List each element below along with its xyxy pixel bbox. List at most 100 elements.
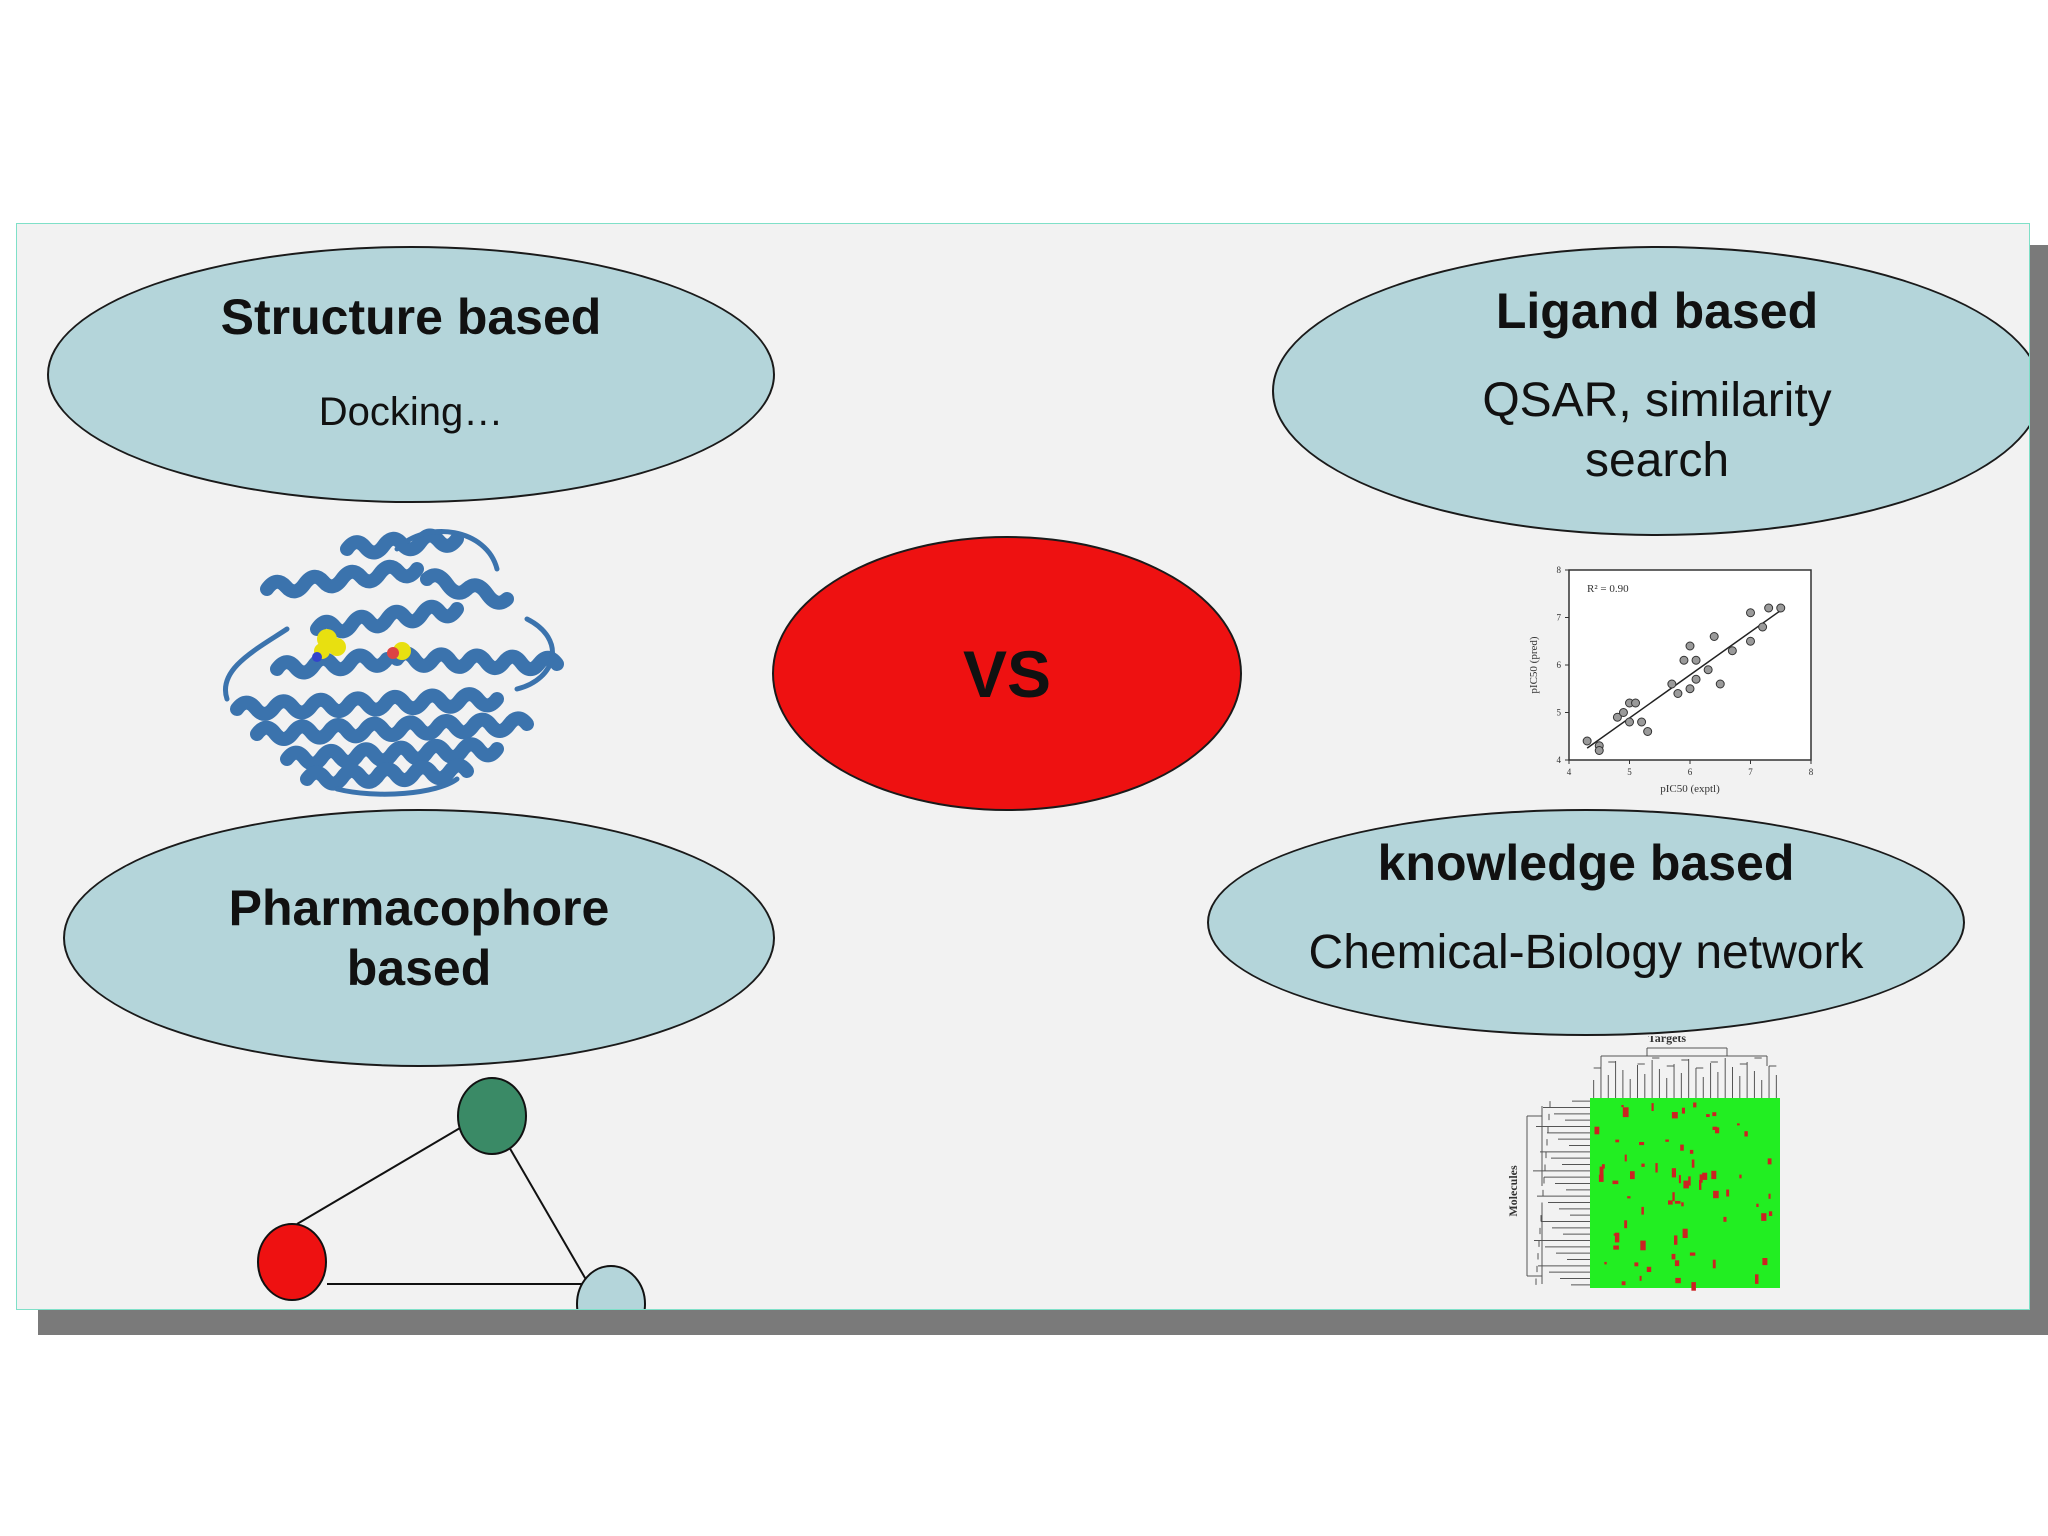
heatmap-cell xyxy=(1641,1206,1644,1215)
heatmap-cell xyxy=(1689,1252,1696,1256)
heatmap-cell xyxy=(1744,1131,1748,1137)
pharmacophore-diagram xyxy=(257,1077,646,1309)
heatmap-cell xyxy=(1672,1192,1675,1202)
heatmap-cell xyxy=(1681,1107,1685,1114)
heatmap-cell xyxy=(1715,1127,1720,1134)
plot-frame xyxy=(1568,569,1812,761)
knowledge-based-subtitle: Chemical-Biology network xyxy=(1308,925,1864,979)
ligand-atom xyxy=(328,638,346,656)
knowledge-based-ellipse: knowledge based Chemical-Biology network xyxy=(1207,809,1965,1036)
protein-loop xyxy=(514,616,555,692)
x-axis-label: pIC50 (exptl) xyxy=(1660,783,1720,795)
heatmap-cell xyxy=(1665,1139,1669,1142)
heatmap-cell xyxy=(1683,1180,1689,1189)
data-point xyxy=(1691,655,1701,665)
heatmap-cell xyxy=(1699,1180,1702,1190)
x-tick-label: 5 xyxy=(1627,767,1632,777)
regression-line xyxy=(1586,609,1782,749)
heatmap-cell xyxy=(1671,1112,1678,1119)
vs-ellipse: VS xyxy=(772,536,1242,811)
heatmap-cell xyxy=(1688,1176,1691,1186)
vs-label: VS xyxy=(962,636,1052,711)
heatmap-cell xyxy=(1712,1112,1717,1117)
chemical-biology-heatmap: Targets Molecules xyxy=(1506,1036,1780,1291)
x-tick-label: 4 xyxy=(1567,767,1572,777)
protein-structure-image xyxy=(222,528,564,797)
data-point xyxy=(1691,674,1701,684)
heatmap-cell xyxy=(1601,1164,1605,1169)
y-tick-label: 8 xyxy=(1557,565,1562,575)
heatmap-cell xyxy=(1713,1190,1719,1199)
heatmap-cell xyxy=(1641,1163,1645,1167)
heatmap-cell xyxy=(1604,1261,1607,1265)
heatmap-cell xyxy=(1739,1174,1742,1179)
heatmap-cell xyxy=(1689,1149,1694,1154)
heatmap-cell xyxy=(1621,1105,1624,1108)
data-point xyxy=(1715,679,1725,689)
ligand-atom xyxy=(387,647,399,659)
ligand-atom xyxy=(312,652,322,662)
data-point xyxy=(1685,684,1695,694)
pharmacophore-based-ellipse: Pharmacophore based xyxy=(63,809,775,1067)
heatmap-matrix xyxy=(1590,1098,1780,1288)
y-tick-label: 5 xyxy=(1557,708,1562,718)
heatmap-cell xyxy=(1682,1228,1688,1238)
heatmap-cell xyxy=(1613,1245,1619,1250)
y-tick-label: 7 xyxy=(1557,613,1562,623)
protein-loop xyxy=(334,776,460,797)
heatmap-cell xyxy=(1599,1166,1604,1177)
x-tick-label: 7 xyxy=(1748,767,1753,777)
heatmap-cell xyxy=(1624,1154,1627,1162)
heatmap-cell xyxy=(1655,1163,1658,1173)
ligand-based-subtitle-line1: QSAR, similarity xyxy=(1482,374,1832,427)
heatmap-cell xyxy=(1681,1202,1684,1207)
protein-helix xyxy=(250,711,534,746)
heatmap-cell xyxy=(1706,1114,1710,1117)
heatmap-cell xyxy=(1678,1175,1681,1184)
heatmap-cell xyxy=(1756,1203,1759,1207)
heatmap-cell xyxy=(1768,1193,1771,1199)
heatmap-cell xyxy=(1691,1159,1695,1168)
heatmap-cell xyxy=(1598,1174,1604,1182)
data-point xyxy=(1679,655,1689,665)
heatmap-cell xyxy=(1630,1171,1635,1180)
data-point xyxy=(1758,622,1768,632)
heatmap-cell xyxy=(1712,1259,1716,1269)
data-point xyxy=(1612,712,1622,722)
y-tick-label: 4 xyxy=(1557,755,1562,765)
heatmap-cell xyxy=(1737,1123,1740,1126)
heatmap-cell xyxy=(1674,1200,1681,1204)
y-axis-label: pIC50 (pred) xyxy=(1528,636,1540,693)
protein-helix xyxy=(390,646,564,677)
data-point xyxy=(1727,646,1737,656)
heatmap-cell xyxy=(1761,1213,1767,1221)
data-point xyxy=(1618,708,1628,717)
pharmacophore-node-green xyxy=(457,1077,527,1155)
protein-loop xyxy=(394,529,500,572)
left-dendrogram xyxy=(1526,1100,1590,1286)
structure-based-ellipse: Structure based Docking… xyxy=(47,246,775,503)
heatmap-cell xyxy=(1712,1126,1718,1130)
heatmap-cell xyxy=(1674,1235,1678,1245)
data-point xyxy=(1776,603,1786,613)
heatmap-cell xyxy=(1612,1180,1619,1185)
edge-green-blue xyxy=(504,1139,600,1303)
data-point xyxy=(1637,717,1647,727)
protein-helix xyxy=(300,758,474,791)
heatmap-cell xyxy=(1768,1211,1773,1216)
heatmap-cell xyxy=(1634,1262,1639,1267)
data-point xyxy=(1673,689,1683,698)
heatmap-cell xyxy=(1615,1139,1620,1143)
heatmap-cell xyxy=(1723,1216,1727,1222)
data-point xyxy=(1709,632,1719,641)
protein-helix xyxy=(280,737,504,771)
heatmap-cell xyxy=(1627,1196,1631,1199)
heatmap-cell xyxy=(1614,1232,1620,1243)
knowledge-based-title: knowledge based xyxy=(1377,834,1795,891)
heatmap-cell xyxy=(1711,1170,1717,1180)
data-point xyxy=(1667,679,1677,689)
heatmap-cell xyxy=(1680,1144,1684,1151)
heatmap-cell xyxy=(1646,1266,1652,1272)
x-tick-label: 8 xyxy=(1809,767,1814,777)
